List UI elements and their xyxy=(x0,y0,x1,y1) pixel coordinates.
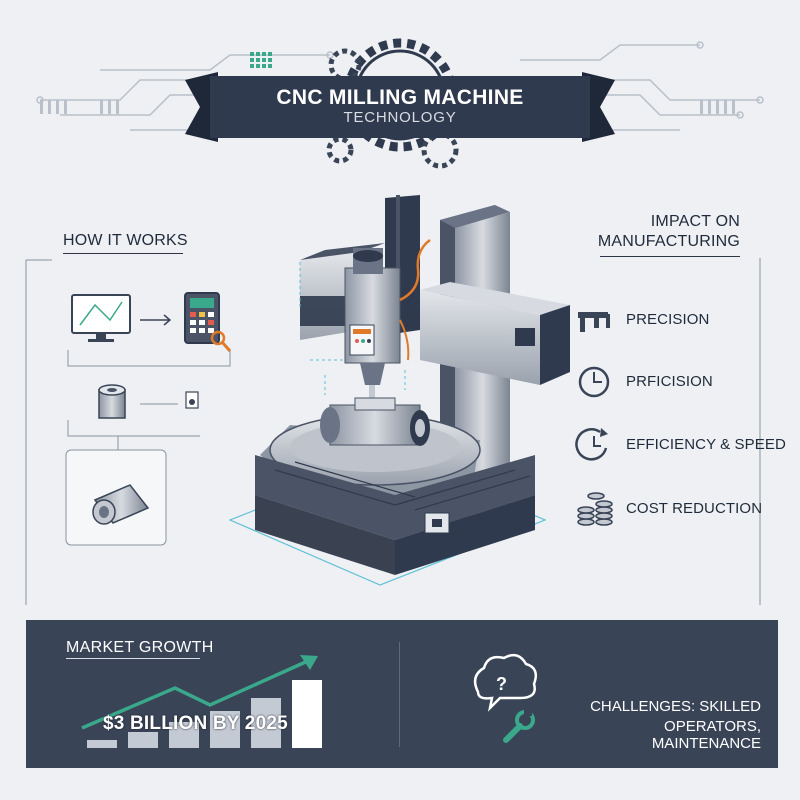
clock-icon xyxy=(578,366,610,398)
cad-monitor-icon xyxy=(71,294,131,342)
cnc-machine-illustration xyxy=(228,195,570,586)
barcode-left-icon xyxy=(40,100,119,114)
market-growth-chart xyxy=(81,655,322,748)
title-main: CNC MILLING MACHINE xyxy=(276,86,524,109)
caliper-icon xyxy=(578,312,610,332)
grid-dots-icon xyxy=(250,52,272,68)
growth-bar xyxy=(128,732,158,748)
growth-trend-line xyxy=(81,658,311,730)
impact-heading-line1: IMPACT ON xyxy=(650,213,740,230)
band-divider xyxy=(399,642,400,747)
title-sub: TECHNOLOGY xyxy=(343,109,457,126)
market-value-text: $3 BILLION BY 2025 xyxy=(103,713,288,734)
stopwatch-icon xyxy=(575,428,608,461)
impact-label-prficision: PRFICISION xyxy=(626,373,713,390)
coins-icon xyxy=(577,492,613,526)
growth-arrowhead xyxy=(300,655,318,670)
raw-stock-icon xyxy=(98,384,126,419)
how-it-works-heading: HOW IT WORKS xyxy=(63,232,188,249)
barcode-right-icon xyxy=(700,100,735,114)
arrow-right-icon xyxy=(140,314,172,326)
wrench-icon xyxy=(503,710,535,743)
impact-heading-line2: MANUFACTURING xyxy=(597,233,740,250)
how-it-works-underline xyxy=(63,253,183,254)
growth-bar xyxy=(251,698,281,748)
title-banner xyxy=(185,72,615,142)
impact-heading-underline xyxy=(600,256,740,257)
market-growth-heading: MARKET GROWTH xyxy=(66,639,214,656)
gauge-small-icon xyxy=(185,391,199,409)
market-growth-underline xyxy=(66,658,200,659)
growth-bar xyxy=(292,680,322,748)
impact-label-precision: PRECISION xyxy=(626,311,710,328)
growth-bar xyxy=(87,740,117,748)
cnc-controller-icon xyxy=(184,292,232,352)
impact-label-cost: COST REDUCTION xyxy=(626,500,763,517)
growth-bar xyxy=(210,711,240,748)
challenges-line2: OPERATORS, MAINTENANCE xyxy=(651,718,761,752)
question-cloud-icon: ? xyxy=(473,653,537,712)
how-it-works-panel xyxy=(25,259,231,605)
growth-bar xyxy=(169,722,199,748)
svg-text:?: ? xyxy=(496,674,507,694)
impact-label-efficiency: EFFICIENCY & SPEED xyxy=(626,436,786,453)
challenges-line1: CHALLENGES: SKILLED xyxy=(590,698,761,715)
finished-part-icon xyxy=(92,484,150,525)
